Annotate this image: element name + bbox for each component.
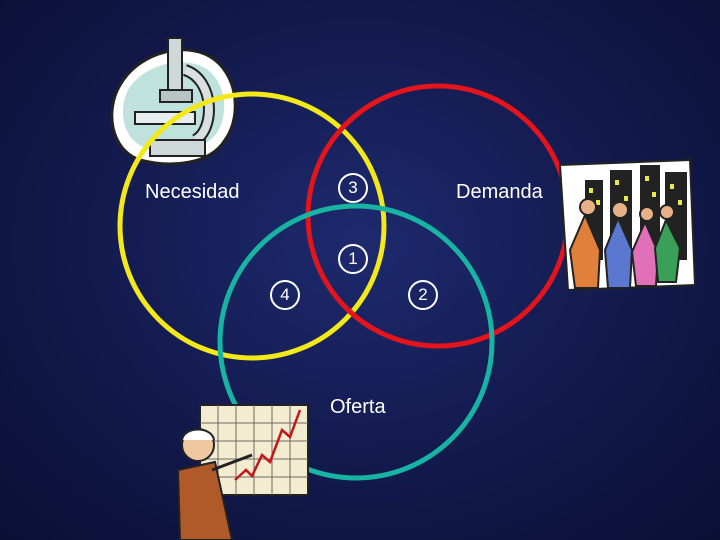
microscope-icon [110,37,237,166]
oferta-circle [217,203,495,481]
region-3-marker: 3 [338,173,368,203]
region-4-marker: 4 [270,280,300,310]
presenter-chart-icon [176,404,309,540]
demanda-circle [305,83,571,349]
crowd-city-icon [558,158,697,292]
region-1-marker: 1 [338,244,368,274]
necesidad-circle [117,91,387,361]
necesidad-label: Necesidad [145,181,240,203]
demanda-label: Demanda [456,181,543,203]
region-2-marker: 2 [408,280,438,310]
oferta-label: Oferta [330,396,386,418]
